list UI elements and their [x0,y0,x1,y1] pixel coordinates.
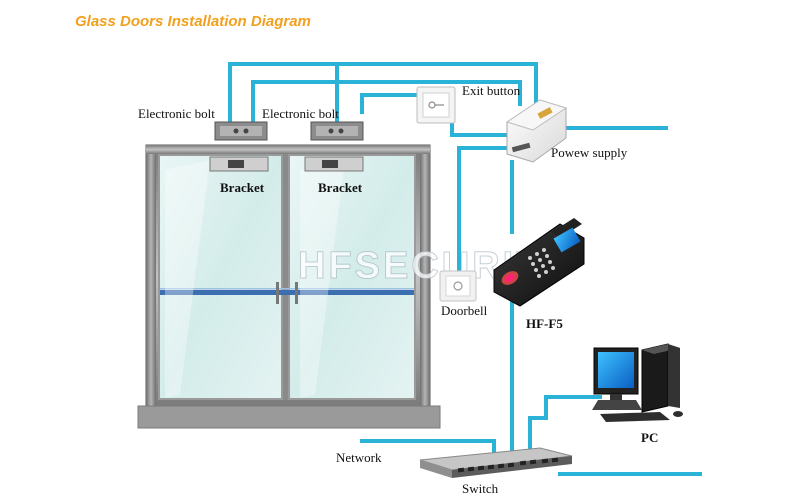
door-handle-left [276,282,279,304]
electronic-bolt-icon [310,121,364,141]
network-switch-icon [419,447,573,478]
wire-doorbell-to-psu [457,146,507,274]
wire-network-to-switch [360,439,496,454]
wiring [228,62,702,476]
push-bar [160,290,414,295]
label-doorbell: Doorbell [441,303,488,318]
power-supply-icon [505,99,568,163]
diagram-title: Glass Doors Installation Diagram [75,13,311,30]
floor-slab [137,405,441,429]
wire-pc-to-switch [528,395,602,452]
label-bracket-right: Bracket [318,180,363,195]
label-exit-button: Exit button [462,83,521,98]
door-right-panel [288,154,416,400]
label-electronic-bolt-left: Electronic bolt [138,106,215,121]
wire-bolt-left-to-psu [228,62,538,122]
doorbell-icon [439,270,477,302]
exit-button-icon [416,86,456,124]
bracket-right [304,156,364,172]
fingerprint-terminal-icon [493,218,585,307]
label-power-supply: Powew supply [551,145,628,160]
label-network: Network [336,450,382,465]
door-handle-right [295,282,298,304]
door-left-panel [158,154,283,400]
bracket-left [209,156,269,172]
label-pc: PC [641,430,658,445]
glass-door [137,144,441,429]
label-switch: Switch [462,481,499,496]
label-device: HF-F5 [526,316,563,331]
desktop-pc-icon [592,343,683,422]
electronic-bolt-icon [214,121,268,141]
wire-bolt-right-to-psu [251,80,522,124]
label-electronic-bolt-right: Electronic bolt [262,106,339,121]
label-bracket-left: Bracket [220,180,265,195]
